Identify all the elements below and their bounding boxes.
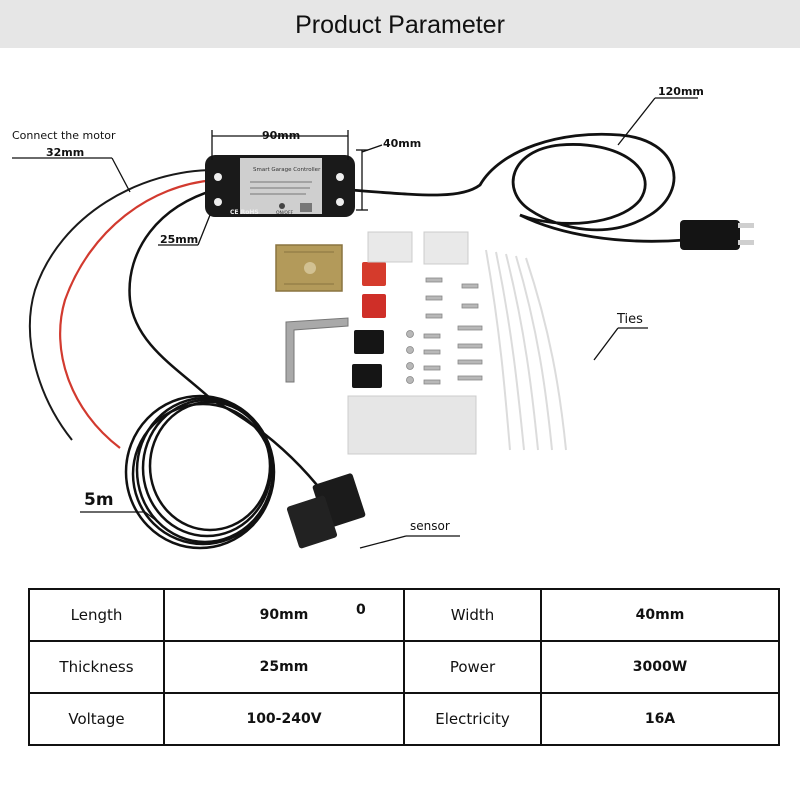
- magnetic-sensor: [286, 473, 366, 549]
- accessory-blocks: [352, 262, 386, 388]
- param-label-length: Length: [28, 588, 165, 642]
- param-value-voltage: 100-240V: [163, 692, 405, 746]
- power-plug: [680, 220, 754, 250]
- dimension-lines: [12, 97, 698, 549]
- sensor-cable: [128, 188, 216, 401]
- label-5m: 5m: [84, 490, 114, 510]
- sensor-cable-end: [211, 398, 326, 496]
- param-label-electricity: Electricity: [403, 692, 542, 746]
- motor-wire-red: [59, 178, 216, 449]
- param-label-voltage: Voltage: [28, 692, 165, 746]
- cable-ties: [485, 249, 567, 451]
- label-ties: Ties: [617, 312, 643, 327]
- table-row: Thickness 25mm Power 3000W: [28, 640, 780, 694]
- motor-wire-black: [28, 169, 216, 441]
- parameter-table: Length 90mm Width 40mm Thickness 25mm Po…: [28, 588, 780, 746]
- adhesive-pads: [347, 231, 477, 455]
- param-label-thickness: Thickness: [28, 640, 165, 694]
- cable-coil: [124, 394, 276, 550]
- label-dim-40mm: 40mm: [383, 137, 422, 150]
- table-row: Voltage 100-240V Electricity 16A: [28, 692, 780, 746]
- device-name: Smart Garage Controller: [253, 167, 321, 173]
- product-photo: [12, 97, 754, 550]
- param-label-width: Width: [403, 588, 542, 642]
- param-value-power: 3000W: [540, 640, 780, 694]
- label-sensor: sensor: [410, 519, 450, 533]
- title-bar: [0, 0, 800, 48]
- mounting-bracket: [275, 244, 343, 292]
- label-dim-25mm: 25mm: [160, 233, 199, 246]
- param-value-electricity: 16A: [540, 692, 780, 746]
- label-dim-120mm: 120mm: [658, 85, 704, 98]
- param-value-width: 40mm: [540, 588, 780, 642]
- label-connect-motor: Connect the motor: [12, 129, 116, 142]
- device-button-label: ON/OFF: [276, 211, 294, 216]
- label-dim-90mm: 90mm: [262, 129, 301, 142]
- l-bracket: [285, 317, 349, 383]
- device-mark: CE RoHS: [230, 209, 259, 216]
- param-value-length: 90mm: [163, 588, 405, 642]
- table-row: Length 90mm Width 40mm: [28, 588, 780, 642]
- page-title: Product Parameter: [295, 11, 505, 39]
- controller-box: [205, 155, 355, 217]
- param-value-thickness: 25mm: [163, 640, 405, 694]
- power-cord: [349, 132, 686, 243]
- param-label-power: Power: [403, 640, 542, 694]
- stray-mark: 0: [356, 602, 366, 618]
- label-dim-32mm: 32mm: [46, 146, 85, 159]
- screws: [406, 277, 483, 385]
